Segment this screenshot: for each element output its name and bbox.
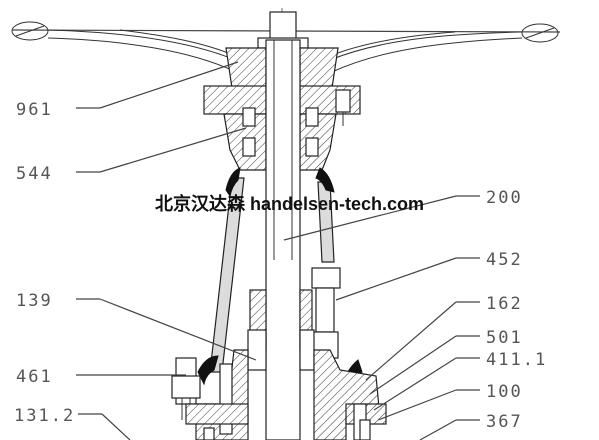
callout-label: 452	[486, 250, 523, 270]
weld-mark-upper-right	[315, 167, 335, 193]
handwheel-grip-right	[521, 23, 559, 43]
packing-right	[299, 329, 315, 371]
bearing-upper-right	[305, 107, 319, 127]
handwheel-spoke-right	[329, 31, 523, 61]
bearing-lower-right	[305, 137, 319, 157]
callout-label: 544	[16, 164, 53, 184]
watermark-text: 北京汉达森 handelsen-tech.com	[155, 193, 424, 214]
bearing-upper-left	[242, 107, 256, 127]
handwheel-grip-left	[11, 21, 49, 41]
body-flange-left	[185, 403, 249, 425]
valve-stem	[265, 39, 301, 440]
packing-left	[247, 329, 267, 371]
leaders-right	[283, 195, 480, 440]
callout-label: 100	[486, 382, 523, 402]
callout-label: 411.1	[486, 350, 547, 370]
gland-bolt-shank	[315, 287, 335, 333]
stem-top-nut	[269, 11, 297, 41]
callout-label: 139	[16, 291, 53, 311]
handwheel-hub-right	[299, 47, 339, 89]
callout-label: 200	[486, 188, 523, 208]
handwheel-hub-left	[225, 47, 267, 89]
flange-bolt-head	[335, 89, 351, 113]
gland-bolt-head	[311, 267, 341, 289]
handwheel-spoke-left	[47, 29, 241, 63]
callout-label: 461	[16, 367, 53, 387]
weld-mark-upper-left	[225, 167, 241, 198]
leaders-left	[76, 61, 257, 440]
weld-mark-lower-left	[197, 355, 219, 386]
yoke-flange-left	[203, 85, 267, 115]
callout-label: 501	[486, 328, 523, 348]
callout-label: 131.2	[14, 406, 75, 426]
callout-label: 162	[486, 294, 523, 314]
callout-label: 961	[16, 100, 53, 120]
bearing-lower-left	[242, 137, 256, 157]
callout-label: 367	[486, 412, 523, 432]
